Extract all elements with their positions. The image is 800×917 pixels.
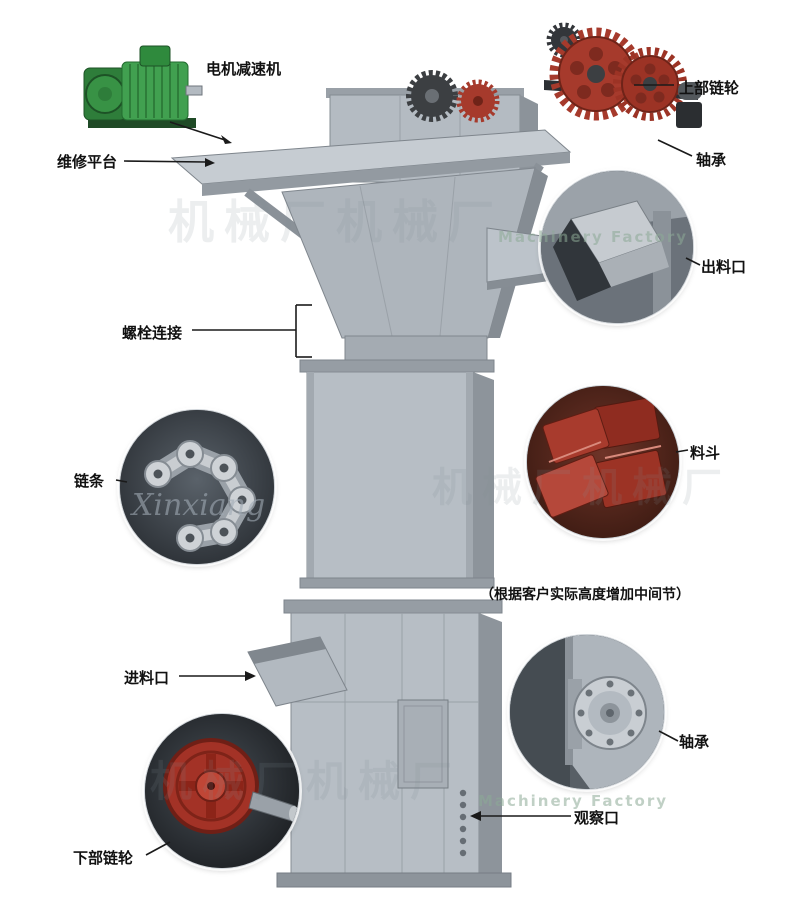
transition-hopper <box>281 167 548 339</box>
inspection-door <box>397 699 449 789</box>
chain-inset <box>119 409 275 565</box>
maintenance-platform <box>170 129 572 196</box>
head-section <box>326 70 538 188</box>
label-middle-note: （根据客户实际高度增加中间节） <box>480 587 690 603</box>
right-red-sprocket-icon <box>613 47 687 121</box>
label-upper-sprocket: 上部链轮 <box>679 79 740 97</box>
head-red-gear-icon <box>456 79 500 123</box>
label-platform: 维修平台 <box>57 153 118 171</box>
label-motor: 电机减速机 <box>206 60 282 78</box>
bearing-inset <box>509 634 665 790</box>
upper-sprocket-photo <box>538 18 706 156</box>
label-feed-inlet: 进料口 <box>124 669 170 687</box>
motor-reducer-photo <box>82 34 204 136</box>
discharge-outlet-inset <box>540 170 694 324</box>
label-bucket: 料斗 <box>690 444 721 462</box>
support-truss <box>244 162 544 312</box>
base-flange <box>276 872 512 888</box>
boot-section <box>247 599 512 888</box>
label-bolt-connection: 螺栓连接 <box>122 324 183 342</box>
feed-chute <box>247 636 348 707</box>
observation-holes <box>459 789 467 857</box>
label-inspection-port: 观察口 <box>574 809 620 827</box>
lower-sprocket-inset <box>144 713 300 869</box>
bucket-inset <box>526 385 680 539</box>
neck-section <box>344 335 488 363</box>
label-chain: 链条 <box>74 472 105 490</box>
watermark-chinese-top: 机械厂机械厂 <box>168 195 504 249</box>
label-bearing-bottom: 轴承 <box>679 733 710 751</box>
head-dark-gear-icon <box>406 70 458 122</box>
label-bearing-top: 轴承 <box>696 151 727 169</box>
label-discharge: 出料口 <box>701 258 747 276</box>
middle-casing <box>299 359 495 589</box>
label-lower-sprocket: 下部链轮 <box>73 849 134 867</box>
